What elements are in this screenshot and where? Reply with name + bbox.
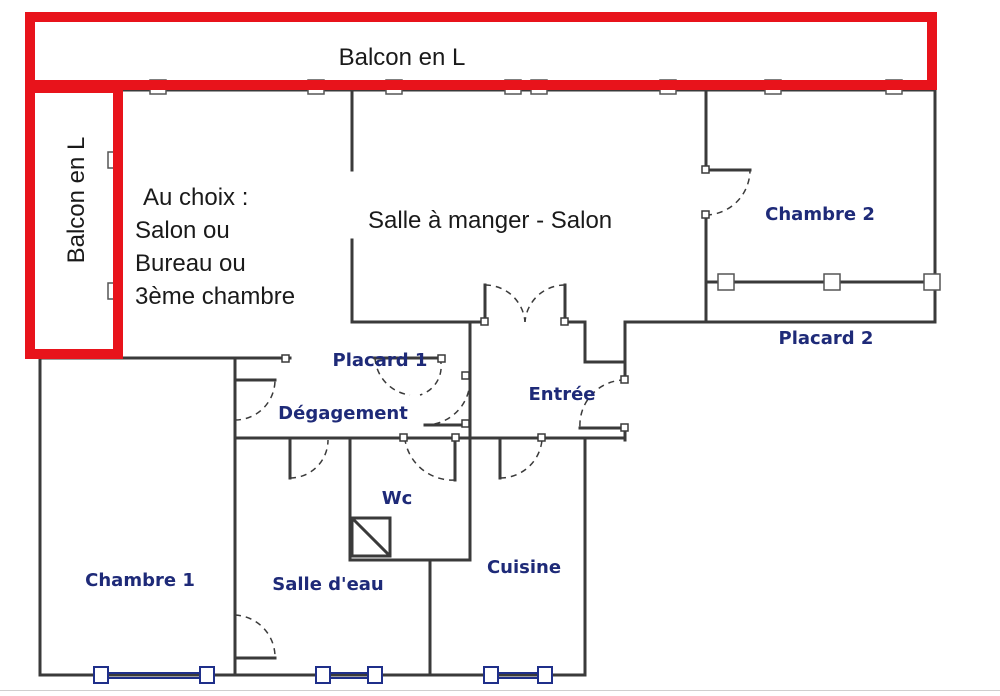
choice-label-line3: Bureau ou <box>135 250 246 277</box>
room-degagement: Dégagement <box>278 403 408 424</box>
choice-label-line2: Salon ou <box>135 217 230 244</box>
room-wc: Wc <box>382 488 413 509</box>
walls <box>38 88 937 677</box>
balcony-top-frame <box>25 12 937 90</box>
hinges <box>281 165 710 442</box>
balcony-highlight <box>25 12 937 359</box>
choice-label-line1: Au choix : <box>143 184 248 211</box>
windows-bottom <box>93 666 553 684</box>
balcony-left-label: Balcon en L <box>63 137 90 264</box>
balcony-top-label: Balcon en L <box>339 44 466 71</box>
dining-living-label: Salle à manger - Salon <box>368 207 612 234</box>
room-placard-1: Placard 1 <box>333 350 428 371</box>
room-chambre-2: Chambre 2 <box>765 204 875 225</box>
choice-label-line4: 3ème chambre <box>135 283 295 310</box>
page-bottom-divider <box>0 690 1000 691</box>
balcony-left-frame <box>25 83 123 359</box>
room-cuisine: Cuisine <box>487 557 561 578</box>
placard2-rail <box>717 273 941 291</box>
room-chambre-1: Chambre 1 <box>85 570 195 591</box>
room-salle-eau: Salle d'eau <box>272 574 384 595</box>
wc-duct <box>350 516 392 558</box>
room-placard-2: Placard 2 <box>779 328 874 349</box>
room-entree: Entrée <box>528 384 595 405</box>
